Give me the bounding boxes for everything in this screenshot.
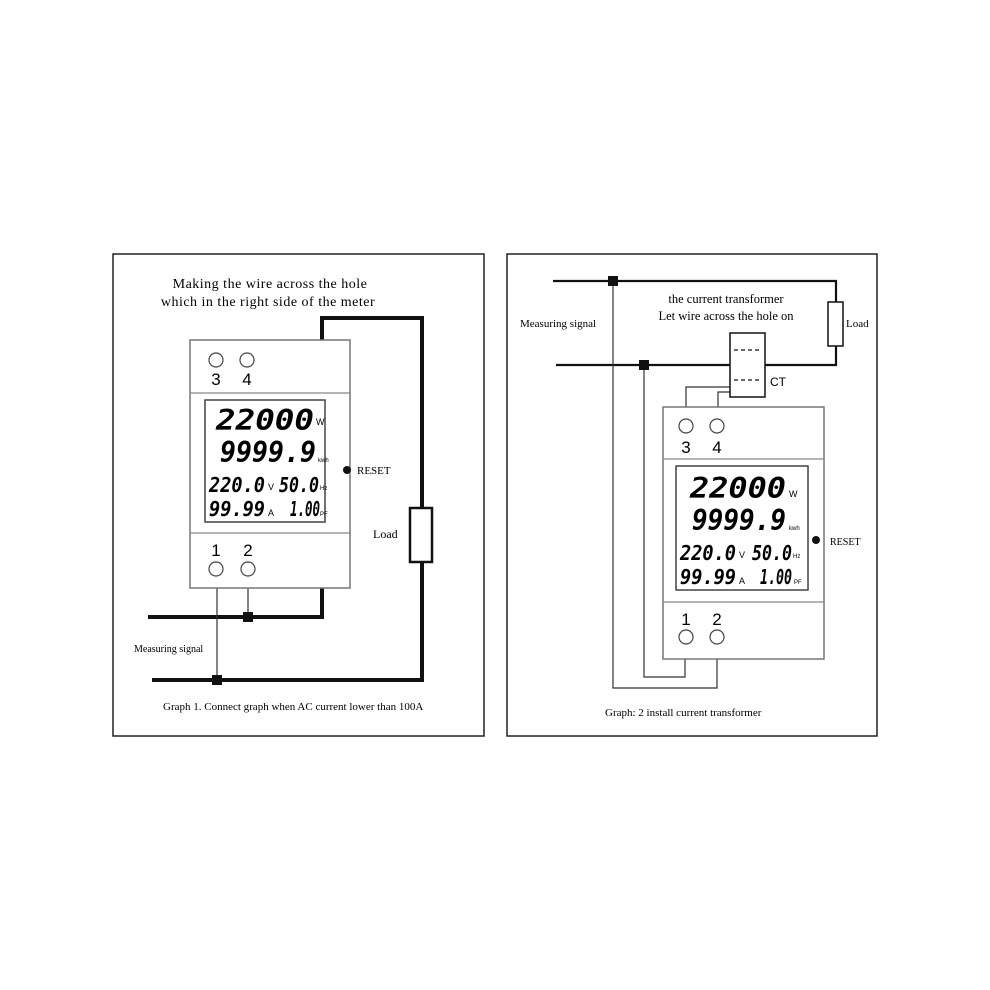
lcd-screen-2 (675, 465, 809, 591)
load-return-line (556, 345, 838, 367)
junction-node-upper (243, 612, 253, 622)
terminal-2-hole (240, 561, 256, 577)
energy-meter-1: 3 4 22000 W 9999.9 kwh 220.0 V 50.0 Hz 9… (189, 339, 391, 589)
terminal-3-hole-2 (678, 418, 694, 434)
ct-note-line1: the current transformer (668, 292, 784, 306)
current-transformer (729, 332, 766, 398)
terminal-4-label: 4 (242, 370, 251, 389)
terminal-4-hole-2 (709, 418, 725, 434)
lcd-2-voltage-value: 220.0 (679, 541, 736, 565)
ct-body (729, 332, 766, 398)
diagram-1-title-line2: which in the right side of the meter (161, 295, 375, 310)
lcd-current-value: 99.99 (209, 497, 265, 521)
lcd-voltage-unit: V (268, 482, 274, 492)
load-label: Load (373, 527, 398, 541)
terminal-3-label: 3 (211, 370, 220, 389)
lcd-2-energy-unit: kwh (789, 526, 800, 532)
junction-node-top (608, 276, 618, 286)
terminal-2-hole-2 (709, 629, 725, 645)
diagram-1-title-line1: Making the wire across the hole (173, 277, 368, 292)
terminal-1-hole (208, 561, 224, 577)
lcd-2-current-unit: A (739, 576, 745, 586)
lcd-frequency-unit: Hz (320, 486, 327, 492)
measuring-signal-label: Measuring signal (134, 644, 203, 655)
junction-node-middle (639, 360, 649, 370)
lcd-2-pf-value: 1.00 (760, 565, 792, 589)
lcd-pf-value: 1.00 (290, 497, 320, 521)
lcd-2-voltage-unit: V (739, 550, 745, 560)
signal-wire-inner (643, 365, 686, 678)
live-line-to-load (553, 279, 838, 302)
reset-indicator-dot (343, 466, 351, 474)
diagram-1-caption: Graph 1. Connect graph when AC current l… (163, 701, 423, 713)
wire-through-meter-to-load (320, 316, 424, 510)
diagram-1-signal-wires (216, 585, 249, 680)
lcd-2-frequency-value: 50.0 (752, 541, 792, 565)
diagram-1-frame (112, 253, 485, 737)
terminal-2-label: 2 (243, 541, 252, 560)
lcd-2-pf-unit: PF (794, 580, 802, 586)
terminal-1-label-2: 1 (681, 610, 690, 629)
lcd-power-value: 22000 (215, 404, 314, 437)
terminal-3-label-2: 3 (681, 438, 690, 457)
terminal-1-label: 1 (211, 541, 220, 560)
ct-lead-right (717, 391, 730, 407)
lcd-2-power-unit: W (789, 489, 798, 499)
ct-lead-left (685, 386, 730, 407)
lcd-energy-unit: kwh (318, 458, 329, 464)
load-resistor (408, 506, 434, 564)
lcd-2-power-value: 22000 (689, 472, 786, 505)
terminal-1-hole-2 (678, 629, 694, 645)
diagram-2-signal-wires (612, 281, 730, 689)
measuring-signal-label-2: Measuring signal (520, 318, 596, 330)
diagram-2-caption: Graph: 2 install current transformer (605, 707, 762, 719)
lcd-pf-unit: PF (320, 512, 328, 518)
wire-load-to-bottom (152, 560, 424, 682)
lcd-2-current-value: 99.99 (680, 565, 736, 589)
reset-label: RESET (357, 465, 391, 477)
diagram-1-thick-wires (148, 316, 424, 682)
load-resistor-2 (827, 301, 844, 347)
lcd-energy-value: 9999.9 (220, 436, 316, 469)
ct-label: CT (770, 375, 787, 389)
lcd-power-unit: W (316, 417, 325, 427)
reset-indicator-dot-2 (812, 536, 820, 544)
energy-meter-2: 3 4 22000 W 9999.9 kwh 220.0 V 50.0 Hz 9… (662, 406, 861, 660)
ct-note-line2: Let wire across the hole on (658, 309, 794, 323)
diagram-1: Making the wire across the hole which in… (112, 253, 485, 737)
diagram-2: CT the current transformer Let wire acro… (506, 253, 878, 737)
lcd-screen (204, 399, 326, 523)
terminal-3-hole (208, 352, 224, 368)
lcd-2-energy-value: 9999.9 (692, 504, 786, 537)
wire-meter-bottom-left (148, 588, 324, 619)
junction-node-lower (212, 675, 222, 685)
diagram-2-thick-wires (553, 279, 838, 367)
lcd-voltage-value: 220.0 (208, 473, 265, 497)
lcd-2-frequency-unit: Hz (793, 554, 800, 560)
reset-label-2: RESET (830, 537, 861, 548)
diagram-2-frame (506, 253, 878, 737)
signal-wire-outer (612, 281, 718, 689)
lcd-current-unit: A (268, 508, 274, 518)
terminal-4-label-2: 4 (712, 438, 721, 457)
load-label-2: Load (846, 318, 869, 330)
terminal-2-label-2: 2 (712, 610, 721, 629)
terminal-4-hole (239, 352, 255, 368)
lcd-frequency-value: 50.0 (279, 473, 319, 497)
